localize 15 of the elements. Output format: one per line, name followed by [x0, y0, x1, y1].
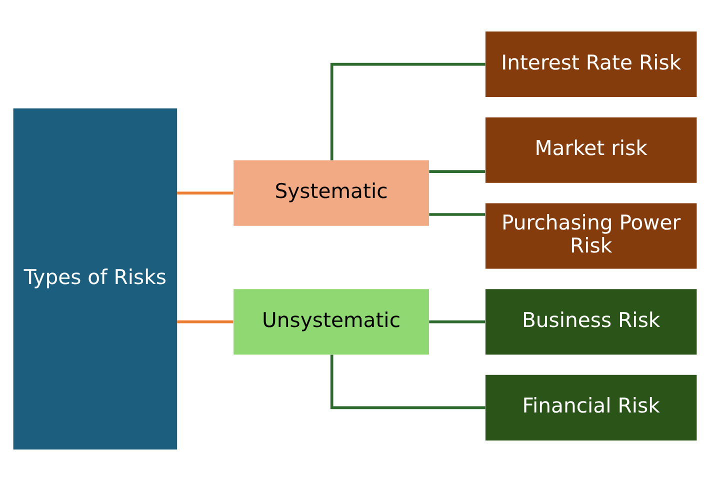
connector: [177, 191, 234, 194]
node-box: Purchasing Power Risk: [485, 202, 697, 268]
node-box: Market risk: [485, 116, 697, 182]
node-box: Business Risk: [485, 288, 697, 354]
connector: [330, 354, 486, 409]
node-box: Interest Rate Risk: [485, 31, 697, 97]
node-box: Types of Risks: [13, 108, 178, 449]
connector: [177, 320, 234, 323]
connector: [429, 320, 486, 323]
node-box: Financial Risk: [485, 374, 697, 440]
node-box: Systematic: [234, 160, 429, 226]
connector: [429, 212, 486, 216]
connector: [330, 62, 486, 160]
node-box: Unsystematic: [234, 288, 429, 354]
connector: [429, 170, 486, 172]
